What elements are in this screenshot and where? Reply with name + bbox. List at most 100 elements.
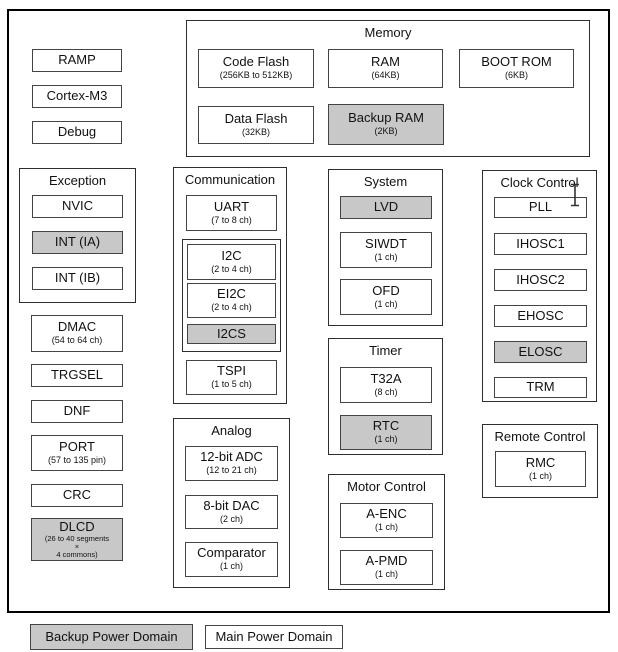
block-trm: TRM	[494, 377, 587, 398]
group-title: Motor Control	[347, 479, 426, 494]
block-sub: (2 to 4 ch)	[211, 302, 252, 313]
block-label: TRM	[526, 379, 555, 395]
block-label: DMAC	[57, 319, 97, 335]
block-label: A-ENC	[366, 506, 407, 522]
group-title: Clock Control	[500, 175, 579, 190]
group-title: System	[363, 174, 408, 189]
block-label: LVD	[373, 199, 399, 215]
block-sub: (64KB)	[371, 70, 400, 81]
legend-label: Backup Power Domain	[45, 628, 178, 644]
block-label: Cortex-M3	[46, 88, 108, 104]
group-memory: Memory Code Flash (256KB to 512KB) RAM (…	[186, 20, 590, 157]
block-label: IHOSC1	[516, 235, 565, 251]
block-label: IHOSC2	[516, 271, 565, 287]
block-ehosc: EHOSC	[494, 305, 587, 327]
group-title: Analog	[211, 423, 252, 438]
block-a-enc: A-ENC (1 ch)	[340, 503, 433, 538]
block-label: TSPI	[217, 363, 246, 379]
block-label: Backup RAM	[348, 110, 424, 126]
block-siwdt: SIWDT (1 ch)	[340, 232, 432, 268]
block-comparator: Comparator (1 ch)	[185, 542, 278, 577]
block-sub: 4 commons)	[56, 549, 98, 559]
block-elosc: ELOSC	[494, 341, 587, 363]
block-label: T32A	[370, 370, 402, 386]
block-label: NVIC	[61, 198, 94, 214]
block-i2c: I2C (2 to 4 ch)	[187, 244, 276, 280]
block-i2cs: I2CS	[187, 324, 276, 344]
group-title: Exception	[48, 173, 107, 188]
block-label: PLL	[528, 199, 553, 215]
block-tspi: TSPI (1 to 5 ch)	[186, 360, 277, 395]
block-debug: Debug	[32, 121, 122, 144]
group-title: Remote Control	[494, 429, 586, 444]
block-sub: ×	[74, 542, 80, 552]
block-label: INT (IB)	[54, 270, 101, 286]
block-label: DNF	[63, 403, 91, 419]
group-remote-control: Remote Control RMC (1 ch)	[482, 424, 598, 498]
block-sub: (1 ch)	[528, 470, 552, 481]
block-label: Comparator	[197, 545, 266, 561]
block-port: PORT (57 to 135 pin)	[31, 435, 123, 471]
group-title: Memory	[364, 25, 412, 40]
block-crc: CRC	[31, 484, 123, 507]
block-lvd: LVD	[340, 196, 432, 219]
legend-label: Main Power Domain	[215, 628, 333, 644]
block-backup-ram: Backup RAM (2KB)	[328, 104, 444, 145]
block-label: Debug	[57, 124, 97, 140]
block-sub: (1 ch)	[219, 561, 243, 572]
block-sub: (2 ch)	[219, 513, 243, 524]
block-label: TRGSEL	[50, 367, 103, 383]
block-ei2c: EI2C (2 to 4 ch)	[187, 283, 276, 318]
block-label: 8-bit DAC	[203, 497, 260, 513]
block-sub: (1 ch)	[374, 569, 398, 580]
block-t32a: T32A (8 ch)	[340, 367, 432, 403]
block-label: OFD	[372, 282, 400, 298]
block-sub: (256KB to 512KB)	[219, 70, 293, 81]
group-communication: Communication UART (7 to 8 ch) I2C (2 to…	[173, 167, 287, 404]
group-motor-control: Motor Control A-ENC (1 ch) A-PMD (1 ch)	[328, 474, 445, 590]
block-sub: (1 ch)	[374, 434, 398, 445]
block-trgsel: TRGSEL	[31, 364, 123, 387]
block-label: RTC	[372, 418, 400, 434]
block-sub: (12 to 21 ch)	[206, 465, 257, 476]
block-label: UART	[213, 198, 250, 214]
block-label: RMC	[525, 454, 556, 470]
block-label: RAM	[371, 54, 400, 70]
block-label: Data Flash	[224, 110, 288, 126]
block-sub: (6KB)	[504, 70, 528, 81]
block-label: CRC	[62, 487, 92, 503]
block-label: EI2C	[217, 286, 246, 302]
block-label: I2CS	[217, 325, 246, 341]
block-label: ELOSC	[518, 343, 563, 359]
block-sub: (32KB)	[241, 126, 270, 137]
block-ihosc2: IHOSC2	[494, 269, 587, 291]
group-i2c: I2C (2 to 4 ch) EI2C (2 to 4 ch) I2CS	[182, 239, 281, 352]
block-label: EHOSC	[517, 307, 564, 323]
block-int-ib: INT (IB)	[32, 267, 123, 290]
block-boot-rom: BOOT ROM (6KB)	[459, 49, 574, 88]
block-sub: (26 to 40 segments	[44, 534, 110, 544]
block-sub: (7 to 8 ch)	[211, 214, 252, 225]
block-ramp: RAMP	[32, 49, 122, 72]
block-nvic: NVIC	[32, 195, 123, 218]
block-sub: (8 ch)	[374, 386, 398, 397]
block-label: I2C	[221, 247, 242, 263]
block-sub: (1 ch)	[374, 298, 398, 309]
legend-main-power-domain: Main Power Domain	[205, 625, 343, 649]
block-sub: (1 ch)	[374, 251, 398, 262]
block-dnf: DNF	[31, 400, 123, 423]
group-exception: Exception NVIC INT (IA) INT (IB)	[19, 168, 136, 303]
group-timer: Timer T32A (8 ch) RTC (1 ch)	[328, 338, 443, 455]
block-sub: (57 to 135 pin)	[47, 454, 107, 465]
block-label: BOOT ROM	[481, 54, 552, 70]
block-uart: UART (7 to 8 ch)	[186, 195, 277, 231]
block-sub: (1 to 5 ch)	[211, 379, 252, 390]
group-title: Communication	[184, 172, 276, 187]
block-code-flash: Code Flash (256KB to 512KB)	[198, 49, 314, 88]
block-ofd: OFD (1 ch)	[340, 279, 432, 315]
block-data-flash: Data Flash (32KB)	[198, 106, 314, 144]
block-dmac: DMAC (54 to 64 ch)	[31, 315, 123, 352]
block-ram: RAM (64KB)	[328, 49, 443, 88]
group-system: System LVD SIWDT (1 ch) OFD (1 ch)	[328, 169, 443, 326]
group-clock-control: Clock Control PLL IHOSC1 IHOSC2 EHOSC EL…	[482, 170, 597, 402]
